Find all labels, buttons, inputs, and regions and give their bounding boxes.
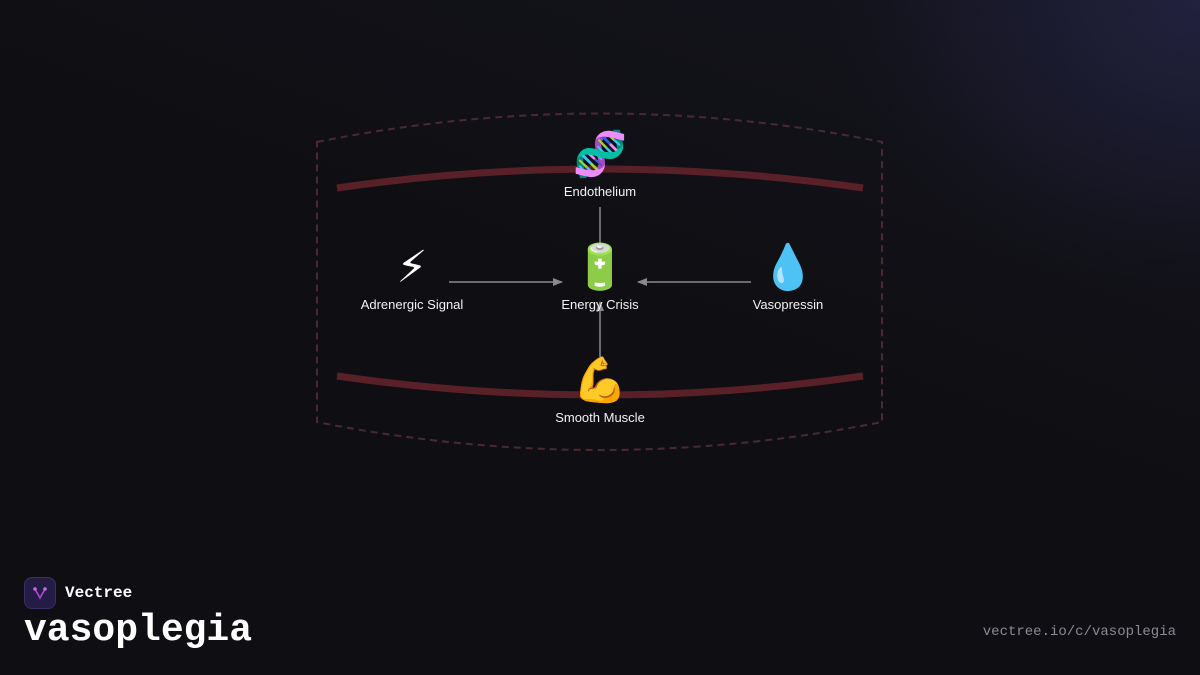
brand[interactable]: Vectree — [24, 577, 132, 609]
node-smooth-muscle-label: Smooth Muscle — [555, 410, 645, 425]
page-url[interactable]: vectree.io/c/vasoplegia — [982, 624, 1176, 640]
lower-vessel-wall — [336, 372, 864, 399]
node-endothelium-label: Endothelium — [563, 184, 637, 199]
node-vasopressin-label: Vasopressin — [752, 297, 824, 312]
dna-icon: 🧬 — [572, 129, 628, 180]
upper-vessel-wall — [336, 165, 864, 192]
brand-name: Vectree — [65, 584, 133, 602]
node-smooth-muscle[interactable]: 💪 Smooth Muscle — [520, 355, 680, 426]
node-energy-crisis[interactable]: 🔋 Energy Crisis — [520, 242, 680, 313]
droplet-icon: 💧 — [760, 242, 816, 293]
page-title: vasoplegia — [24, 609, 253, 652]
node-energy-crisis-label: Energy Crisis — [561, 297, 639, 312]
vectree-logo-icon — [24, 577, 56, 609]
node-adrenergic-signal[interactable]: ⚡ Adrenergic Signal — [332, 242, 492, 313]
node-vasopressin[interactable]: 💧 Vasopressin — [708, 242, 868, 313]
node-adrenergic-signal-label: Adrenergic Signal — [360, 297, 464, 312]
battery-icon: 🔋 — [572, 242, 628, 293]
lightning-icon: ⚡ — [396, 242, 428, 293]
node-endothelium[interactable]: 🧬 Endothelium — [520, 129, 680, 200]
vessel-outline — [316, 112, 883, 451]
flexed-biceps-icon: 💪 — [572, 355, 628, 406]
